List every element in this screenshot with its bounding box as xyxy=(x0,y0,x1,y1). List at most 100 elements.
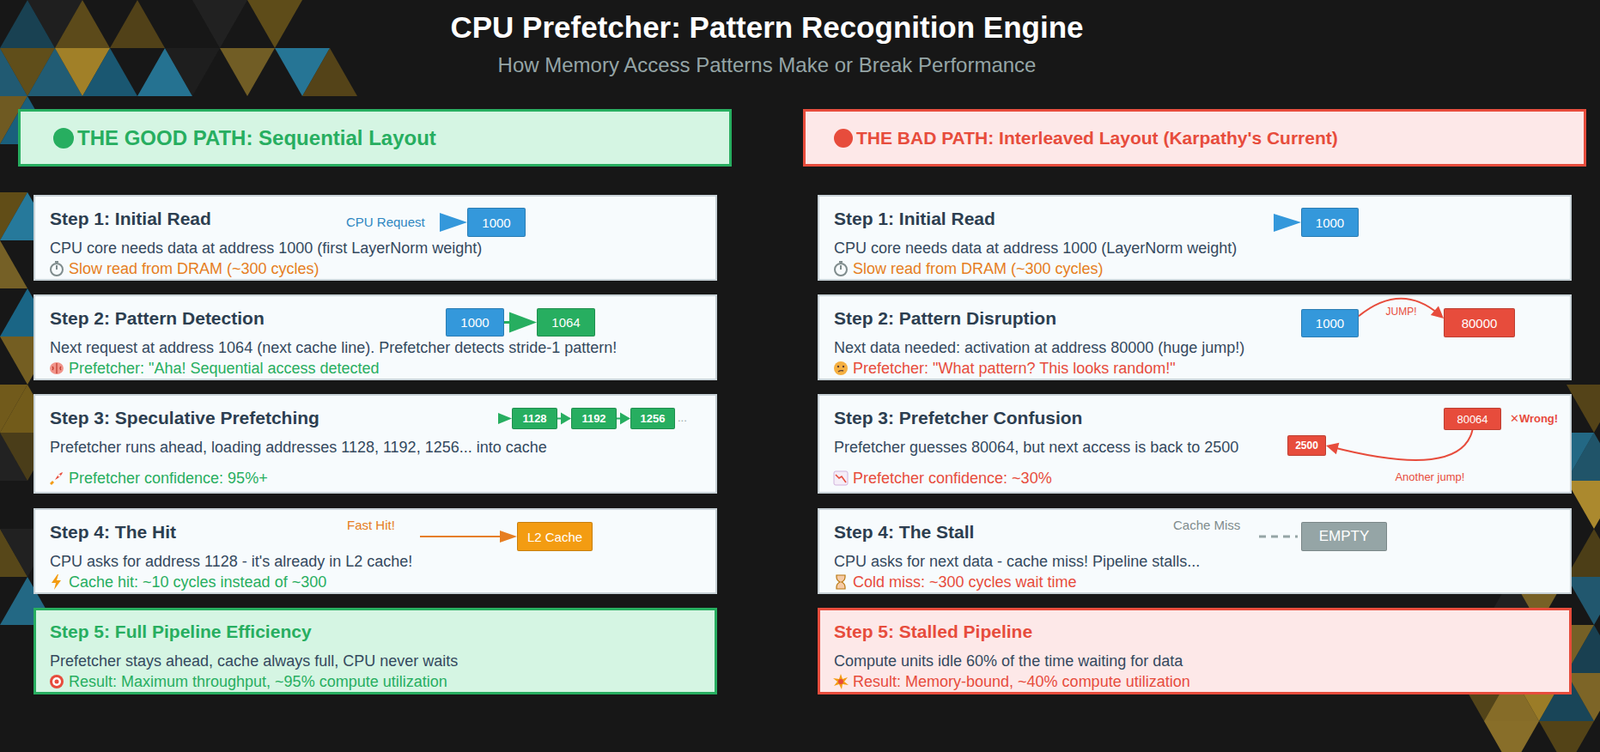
connector xyxy=(557,413,572,426)
header-text: THE GOOD PATH: Sequential Layout xyxy=(77,126,437,151)
status-text: Prefetcher: "Aha! Sequential access dete… xyxy=(68,358,380,379)
status-line: Slow read from DRAM (~300 cycles) xyxy=(833,258,1557,280)
box-label: EMPTY xyxy=(1319,528,1370,546)
result-box: Step 5: Stalled PipelineCompute units id… xyxy=(817,608,1572,695)
miss-dashed-line xyxy=(1259,535,1298,539)
status-line: Cold miss: ~300 cycles wait time xyxy=(833,571,1557,593)
status-text: Prefetcher confidence: ~30% xyxy=(852,468,1053,489)
status-icon xyxy=(48,359,66,378)
box-label: 1000 xyxy=(1315,316,1345,331)
address-box: 1000 xyxy=(1301,309,1359,338)
step-heading: Step 2: Pattern Detection xyxy=(49,306,702,331)
background-triangle xyxy=(219,48,275,97)
arrow-head xyxy=(620,413,631,426)
box-label: 1128 xyxy=(522,412,547,426)
box-label: L2 Cache xyxy=(527,529,583,545)
status-icon xyxy=(48,573,66,591)
box-label: 2500 xyxy=(1295,439,1319,452)
status-line: Result: Memory-bound, ~40% compute utili… xyxy=(833,671,1557,693)
wrong-label: ✕Wrong! xyxy=(1509,411,1558,426)
status-dot xyxy=(53,127,74,149)
hit-arrow-line xyxy=(419,535,505,538)
status-line: Prefetcher: "Aha! Sequential access dete… xyxy=(49,358,702,379)
box-label: 1000 xyxy=(481,215,511,231)
box-label: 1256 xyxy=(640,412,666,426)
path-header: THE GOOD PATH: Sequential Layout xyxy=(18,109,732,167)
background-triangle xyxy=(54,0,110,49)
subtitle: How Memory Access Patterns Make or Break… xyxy=(0,53,1534,78)
status-text: Cache hit: ~10 cycles instead of ~300 xyxy=(68,571,327,593)
connector xyxy=(504,312,537,334)
background-triangle xyxy=(247,0,303,49)
step-box: Step 2: Pattern DetectionNext request at… xyxy=(33,294,718,381)
step-box: Step 1: Initial ReadCPU core needs data … xyxy=(817,194,1572,281)
edge-label: Another jump! xyxy=(1392,469,1467,483)
address-box: 1128 xyxy=(511,407,558,430)
status-icon xyxy=(832,573,850,591)
background-triangle xyxy=(164,48,220,97)
miss-label: Cache Miss xyxy=(1173,517,1241,534)
step-body: CPU asks for address 1128 - it's already… xyxy=(49,551,702,572)
hit-label: Fast Hit! xyxy=(346,517,396,534)
connector-line xyxy=(1332,430,1473,461)
status-line: Result: Maximum throughput, ~95% compute… xyxy=(49,671,702,693)
hit-arrow-head xyxy=(499,530,518,543)
step-body: Next request at address 1064 (next cache… xyxy=(49,337,702,359)
diagram-title: CPU Prefetcher: Pattern Recognition Engi… xyxy=(0,10,1534,45)
status-icon xyxy=(48,469,66,487)
step-box: Step 1: Initial ReadCPU core needs data … xyxy=(33,194,718,281)
box-label: 1000 xyxy=(460,315,489,330)
result-box: Step 5: Full Pipeline EfficiencyPrefetch… xyxy=(33,608,718,695)
background-triangle xyxy=(1539,721,1594,752)
arrow-head xyxy=(560,413,572,426)
status-line: Slow read from DRAM (~300 cycles) xyxy=(49,258,702,280)
box-label: 80000 xyxy=(1461,316,1498,331)
step-body: CPU asks for next data - cache miss! Pip… xyxy=(833,551,1557,572)
address-box: 80000 xyxy=(1443,308,1515,338)
connector xyxy=(616,413,631,426)
box-label: 1000 xyxy=(1315,215,1345,231)
box-label: 1192 xyxy=(581,412,606,426)
step-body: CPU core needs data at address 1000 (fir… xyxy=(49,237,702,259)
box-label: 1064 xyxy=(551,315,580,330)
connector xyxy=(1326,430,1473,461)
status-line: Prefetcher: "What pattern? This looks ra… xyxy=(833,358,1557,379)
prefetch-arrow xyxy=(498,413,512,425)
address-box: 2500 xyxy=(1287,435,1327,457)
status-icon xyxy=(832,260,850,278)
status-icon xyxy=(832,469,850,487)
status-text: Result: Maximum throughput, ~95% compute… xyxy=(68,671,448,693)
status-text: Slow read from DRAM (~300 cycles) xyxy=(68,258,320,280)
status-text: Result: Memory-bound, ~40% compute utili… xyxy=(852,671,1191,693)
background-triangle xyxy=(109,0,165,49)
header-text: THE BAD PATH: Interleaved Layout (Karpat… xyxy=(856,127,1339,149)
status-icon xyxy=(832,359,850,378)
box-label: 80064 xyxy=(1456,413,1488,426)
status-line: Prefetcher confidence: 95%+ xyxy=(49,468,702,489)
step-body: Next data needed: activation at address … xyxy=(833,337,1557,359)
arrow-head xyxy=(1430,305,1444,318)
address-box: 1000 xyxy=(1301,207,1359,238)
connector xyxy=(1358,298,1444,319)
step-heading: Step 3: Prefetcher Confusion xyxy=(833,406,1557,431)
request-label: CPU Request xyxy=(346,213,426,231)
status-icon xyxy=(832,673,850,691)
background-triangle xyxy=(1484,721,1540,752)
status-icon xyxy=(48,673,66,691)
address-box: 1064 xyxy=(536,308,596,337)
request-arrow xyxy=(1273,213,1302,232)
status-text: Cold miss: ~300 cycles wait time xyxy=(852,571,1077,593)
step-body: Compute units idle 60% of the time waiti… xyxy=(833,650,1557,672)
address-box: 1256 xyxy=(630,407,676,430)
ellipsis-label: ... xyxy=(677,410,688,426)
background-triangle xyxy=(192,0,248,49)
step-heading: Step 5: Full Pipeline Efficiency xyxy=(49,620,702,645)
step-heading: Step 5: Stalled Pipeline xyxy=(833,620,1557,645)
status-line: Cache hit: ~10 cycles instead of ~300 xyxy=(49,571,702,593)
step-heading: Step 1: Initial Read xyxy=(833,206,1557,232)
empty-box: EMPTY xyxy=(1301,522,1388,552)
background-triangle xyxy=(82,48,138,97)
status-text: Slow read from DRAM (~300 cycles) xyxy=(852,258,1104,280)
